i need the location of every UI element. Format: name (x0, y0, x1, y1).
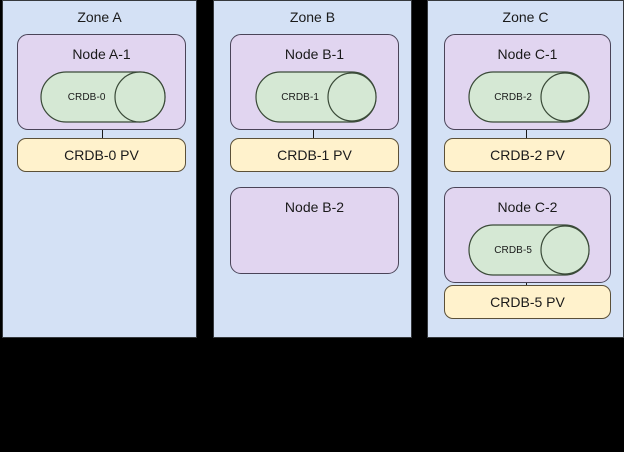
node-c-1-title: Node C-1 (497, 46, 558, 62)
zone-c: Zone C Node C-1 CRDB-2 CRDB-2 PV Node C-… (427, 0, 624, 338)
volume-crdb-2-pv[interactable]: CRDB-2 PV (444, 138, 611, 172)
volume-crdb-1-pv-label: CRDB-1 PV (277, 147, 352, 163)
node-c-2[interactable]: Node C-2 CRDB-5 (444, 187, 611, 283)
pod-crdb-1[interactable]: CRDB-1 (255, 71, 377, 123)
zone-c-title: Zone C (502, 9, 549, 25)
zone-a-title: Zone A (77, 9, 122, 25)
volume-crdb-0-pv[interactable]: CRDB-0 PV (17, 138, 186, 172)
pod-crdb-2[interactable]: CRDB-2 (468, 71, 590, 123)
node-b-2-title: Node B-2 (284, 199, 345, 215)
cylinder-shape (40, 71, 166, 123)
node-a-1-title: Node A-1 (72, 46, 131, 62)
zone-a: Zone A Node A-1 CRDB-0 CRDB-0 PV (2, 0, 197, 338)
node-b-1[interactable]: Node B-1 CRDB-1 (230, 34, 399, 130)
cylinder-shape (468, 224, 590, 276)
zone-b: Zone B Node B-1 CRDB-1 CRDB-1 PV Node B-… (213, 0, 412, 338)
cylinder-shape (468, 71, 590, 123)
zone-b-title: Zone B (289, 9, 336, 25)
node-c-1[interactable]: Node C-1 CRDB-2 (444, 34, 611, 130)
node-a-1[interactable]: Node A-1 CRDB-0 (17, 34, 186, 130)
volume-crdb-2-pv-label: CRDB-2 PV (490, 147, 565, 163)
pod-crdb-0[interactable]: CRDB-0 (40, 71, 166, 123)
volume-crdb-1-pv[interactable]: CRDB-1 PV (230, 138, 399, 172)
cylinder-shape (255, 71, 377, 123)
volume-crdb-0-pv-label: CRDB-0 PV (64, 147, 139, 163)
volume-crdb-5-pv-label: CRDB-5 PV (490, 294, 565, 310)
pod-crdb-5[interactable]: CRDB-5 (468, 224, 590, 276)
volume-crdb-5-pv[interactable]: CRDB-5 PV (444, 285, 611, 319)
node-c-2-title: Node C-2 (497, 199, 558, 215)
node-b-2[interactable]: Node B-2 (230, 187, 399, 274)
node-b-1-title: Node B-1 (284, 46, 345, 62)
